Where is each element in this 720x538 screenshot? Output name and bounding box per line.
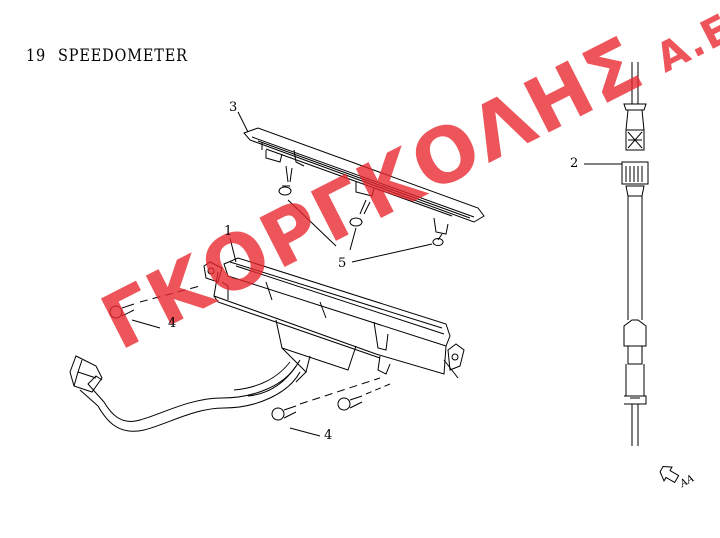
wiring-harness: [69, 355, 301, 432]
direction-arrow-icon: [659, 466, 680, 484]
section-number: 19: [26, 46, 47, 66]
callout-5: 5: [338, 256, 347, 271]
speedometer-cable: [621, 62, 649, 446]
diagram-title: 19 SPEEDOMETER: [26, 46, 200, 66]
callout-2: 2: [570, 156, 579, 171]
speedometer-body: [203, 257, 465, 383]
callout-1: 1: [224, 224, 233, 239]
callout-4-bottom: 4: [324, 428, 333, 443]
speedometer-cover: [243, 127, 485, 235]
body-screws: [109, 285, 391, 437]
callout-4-left: 4: [168, 316, 177, 331]
cover-screws: [278, 165, 444, 246]
callout-3: 3: [229, 100, 238, 115]
section-title: SPEEDOMETER: [57, 46, 188, 66]
